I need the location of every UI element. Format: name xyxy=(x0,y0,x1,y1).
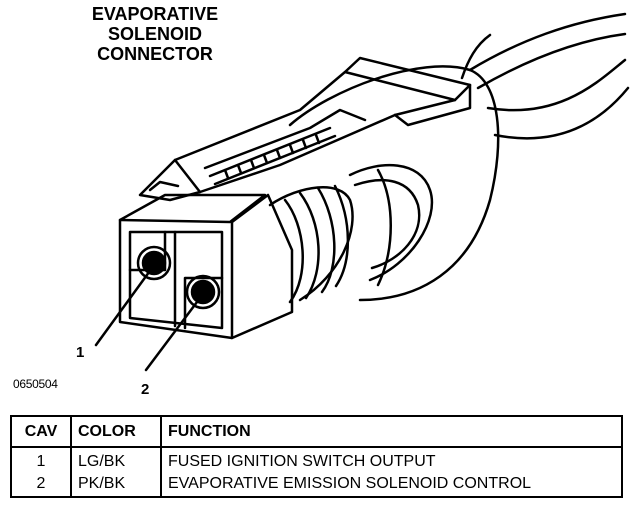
connector-boot xyxy=(288,65,500,302)
function-value: EVAPORATIVE EMISSION SOLENOID CONTROL xyxy=(168,475,532,492)
cavity-2 xyxy=(185,274,221,310)
header-function: FUNCTION xyxy=(161,416,622,448)
connector-title: EVAPORATIVE SOLENOID CONNECTOR xyxy=(60,4,250,64)
figure-id: 0650504 xyxy=(13,377,58,391)
leader-pin-1 xyxy=(94,266,154,347)
table-body-row: 1 2 LG/BK PK/BK FUSED IGNITION SWITCH OU… xyxy=(11,447,622,497)
callout-pin-1: 1 xyxy=(76,344,85,361)
header-cav: CAV xyxy=(11,416,72,448)
leader-pin-2 xyxy=(144,296,202,372)
terminal-1 xyxy=(141,250,167,276)
function-cell: FUSED IGNITION SWITCH OUTPUT EVAPORATIVE… xyxy=(161,447,622,497)
leader-lines xyxy=(94,266,202,372)
title-line-2: SOLENOID xyxy=(107,24,202,44)
connector-sleeve xyxy=(268,184,354,304)
callout-pin-2: 2 xyxy=(141,381,150,398)
color-cell: LG/BK PK/BK xyxy=(71,447,162,497)
color-value: LG/BK xyxy=(78,453,126,470)
terminal-cavities xyxy=(136,245,221,310)
title-line-1: EVAPORATIVE xyxy=(91,4,219,24)
pinout-table: CAV COLOR FUNCTION 1 2 LG/BK PK/BK FUSED… xyxy=(10,415,623,498)
header-color: COLOR xyxy=(71,416,162,448)
cav-value: 2 xyxy=(36,475,46,492)
color-value: PK/BK xyxy=(78,475,126,492)
cav-cell: 1 2 xyxy=(11,447,72,497)
table-header-row: CAV COLOR FUNCTION xyxy=(11,416,622,448)
terminal-2 xyxy=(190,279,216,305)
cavity-1 xyxy=(136,245,172,281)
wire-harness xyxy=(460,12,630,140)
connector-illustration xyxy=(94,12,630,372)
function-value: FUSED IGNITION SWITCH OUTPUT xyxy=(168,453,436,470)
cav-value: 1 xyxy=(36,453,46,470)
title-line-3: CONNECTOR xyxy=(97,44,213,64)
locking-latch xyxy=(138,56,472,202)
